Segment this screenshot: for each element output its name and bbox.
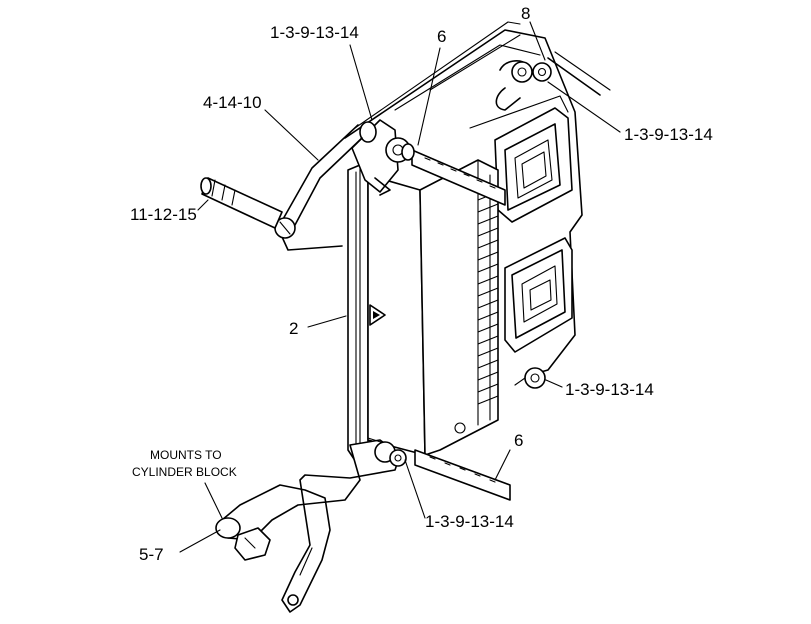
upper-strap — [411, 149, 506, 206]
top-clamp — [495, 51, 611, 111]
callout-top-right-item: 8 — [521, 4, 530, 23]
callout-top-left-fastener: 1-3-9-13-14 — [270, 23, 359, 42]
callout-stud: 11-12-15 — [130, 205, 197, 224]
mount-note-line1: MOUNTS TO — [150, 448, 222, 462]
callout-ecm-module: 2 — [289, 319, 298, 338]
upper-bracket — [351, 119, 415, 196]
callout-right-lower-fastener: 1-3-9-13-14 — [565, 380, 654, 399]
stud — [200, 177, 283, 229]
rear-mounting-plate — [344, 21, 583, 376]
mount-bolt — [215, 517, 271, 561]
mount-note-line2: CYLINDER BLOCK — [132, 465, 237, 479]
bracket-arm — [274, 124, 363, 251]
callout-bottom-fastener: 1-3-9-13-14 — [425, 512, 514, 531]
callout-strap-bottom: 6 — [514, 431, 523, 450]
callout-right-top-fastener: 1-3-9-13-14 — [624, 125, 713, 144]
lower-strap — [414, 449, 511, 501]
callout-bracket-arm: 4-14-10 — [203, 93, 262, 112]
leader-lines — [179, 21, 621, 553]
ecm-module — [347, 159, 499, 463]
right-lower-fastener — [514, 367, 546, 389]
lower-connector — [504, 237, 573, 353]
callout-mount-bolt: 5-7 — [139, 545, 164, 564]
lower-fastener — [374, 441, 407, 467]
upper-connector — [494, 107, 573, 223]
lower-mounting-bracket — [221, 437, 401, 613]
callouts: 1-3-9-13-14 6 8 1-3-9-13-14 4-14-10 11-1… — [130, 4, 713, 564]
callout-strap-top: 6 — [437, 27, 446, 46]
